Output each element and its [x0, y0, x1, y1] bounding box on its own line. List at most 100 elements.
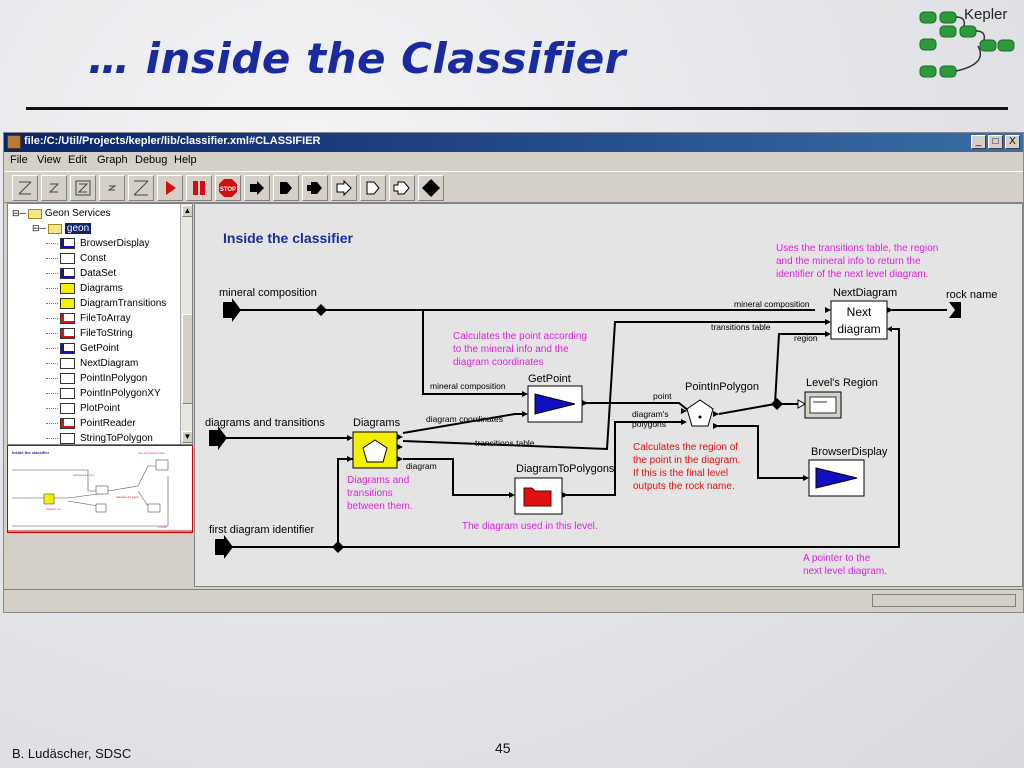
overview-heading: Inside the classifier [12, 450, 50, 455]
run-icon[interactable] [157, 175, 183, 201]
first-diagram-port-icon [215, 535, 233, 559]
menu-file[interactable]: File [10, 154, 28, 166]
tree-item-getpoint[interactable]: GetPoint [46, 341, 119, 356]
tree-root[interactable]: ⊟─ Geon Services [12, 208, 111, 219]
point-in-polygon-label: PointInPolygon [685, 381, 759, 393]
add-output-icon[interactable] [273, 175, 299, 201]
tree-item-diagrams[interactable]: Diagrams [46, 281, 123, 296]
tree-item-label: BrowserDisplay [80, 238, 150, 249]
tree-item-pointinpolygonxy[interactable]: PointInPolygonXY [46, 386, 161, 401]
menu-view[interactable]: View [37, 154, 61, 166]
tree-item-label: StringToPolygon [80, 433, 153, 444]
stop-icon[interactable]: STOP [215, 175, 241, 201]
tree-folder-label: geon [64, 223, 92, 234]
relation-diamond-icon-2 [771, 398, 783, 410]
diagram-heading: Inside the classifier [223, 230, 353, 246]
nd-region-label: region [794, 333, 818, 343]
svg-text:and the mineral info to return: and the mineral info to return the [776, 256, 921, 267]
add-moutput-icon[interactable] [360, 175, 386, 201]
status-bar [4, 589, 1023, 611]
folder-open-icon [47, 223, 62, 234]
scroll-up-icon[interactable]: ▲ [182, 205, 192, 217]
overview-panel[interactable]: Inside the classifier Calculates the poi… [7, 445, 193, 533]
menu-edit[interactable]: Edit [68, 154, 87, 166]
status-field [872, 594, 1016, 607]
actor-icon [60, 253, 75, 264]
tree-item-filetoarray[interactable]: FileToArray [46, 311, 131, 326]
next-diagram-actor[interactable] [830, 300, 888, 340]
tree-item-label: DataSet [80, 268, 117, 279]
transitions-table-label: transitions table [475, 438, 535, 448]
svg-text:Diagrams and: Diagrams and [347, 475, 409, 486]
pause-icon[interactable] [186, 175, 212, 201]
tree-item-nextdiagram[interactable]: NextDiagram [46, 356, 139, 371]
tree-scrollbar[interactable]: ▲ ▼ [180, 204, 192, 444]
scroll-thumb[interactable] [182, 314, 192, 404]
diagrams-polygons-label-2: polygons [632, 419, 666, 429]
overview-thumbnail: Inside the classifier Calculates the poi… [8, 450, 192, 532]
actor-icon [60, 373, 75, 384]
add-relation-icon[interactable] [418, 175, 444, 201]
tree-item-pointreader[interactable]: PointReader [46, 416, 136, 431]
app-icon [7, 135, 21, 149]
tree-item-diagramtransitions[interactable]: DiagramTransitions [46, 296, 166, 311]
maximize-button[interactable]: □ [988, 135, 1003, 149]
svg-text:to the mineral info and the: to the mineral info and the [453, 344, 569, 355]
svg-text:outputs the rock name.: outputs the rock name. [633, 481, 735, 492]
menubar: File View Edit Graph Debug Help [4, 152, 1023, 170]
add-port-icon[interactable] [244, 175, 270, 201]
getpoint-label: GetPoint [528, 373, 571, 385]
window-titlebar[interactable]: file:/C:/Util/Projects/kepler/lib/classi… [4, 133, 1023, 152]
svg-text:the point in the diagram.: the point in the diagram. [633, 455, 740, 466]
zoom-in-icon[interactable] [41, 175, 67, 201]
tree-item-browserdisplay[interactable]: BrowserDisplay [46, 236, 150, 251]
zoom-reset-icon[interactable] [12, 175, 38, 201]
actor-icon [60, 298, 75, 309]
tree-item-stringtopolygon[interactable]: StringToPolygon [46, 431, 153, 444]
mineral-composition-port-icon [223, 298, 241, 322]
pentagon-icon [362, 439, 388, 463]
menu-debug[interactable]: Debug [135, 154, 168, 166]
menu-graph[interactable]: Graph [97, 154, 128, 166]
getpoint-arrow-icon [534, 393, 576, 415]
page-number: 45 [495, 740, 511, 756]
tree-item-label: FileToString [80, 328, 133, 339]
zoom-full-icon[interactable] [128, 175, 154, 201]
close-button[interactable]: X [1005, 135, 1020, 149]
svg-text:diagram coordinates: diagram coordinates [453, 357, 544, 368]
minimize-button[interactable]: _ [971, 135, 986, 149]
levels-region-label: Level's Region [806, 377, 878, 389]
tree-item-label: PointInPolygon [80, 373, 148, 384]
folder-icon [27, 208, 42, 219]
add-mport-icon[interactable] [331, 175, 357, 201]
tree-item-plotpoint[interactable]: PlotPoint [46, 401, 120, 416]
scroll-down-icon[interactable]: ▼ [182, 431, 192, 443]
tree-item-const[interactable]: Const [46, 251, 106, 266]
point-label: point [653, 391, 672, 401]
next-diagram-box-line2: diagram [837, 322, 880, 336]
svg-text:transitions: transitions [347, 488, 393, 499]
window-title: file:/C:/Util/Projects/kepler/lib/classi… [24, 135, 321, 147]
diagram-to-polygons-label: DiagramToPolygons [516, 463, 615, 475]
point-in-polygon-actor[interactable] [686, 399, 714, 427]
tree-folder-geon[interactable]: ⊟─ geon [32, 223, 92, 234]
menu-help[interactable]: Help [174, 154, 197, 166]
slide-title: … inside the Classifier [88, 34, 626, 83]
svg-text:A pointer: A pointer [158, 526, 168, 529]
add-io-icon[interactable] [302, 175, 328, 201]
relation-wires [225, 309, 947, 548]
relation-diamond-icon [315, 304, 327, 316]
tree-item-label: NextDiagram [80, 358, 139, 369]
tree-item-filetostring[interactable]: FileToString [46, 326, 133, 341]
zoom-out-icon[interactable] [99, 175, 125, 201]
add-mio-icon[interactable] [389, 175, 415, 201]
kepler-logo-icon [919, 11, 1015, 78]
tree-item-dataset[interactable]: DataSet [46, 266, 117, 281]
svg-text:A pointer to the: A pointer to the [803, 553, 871, 564]
svg-text:Calculates the region of: Calculates the region of [633, 442, 738, 453]
zoom-fit-icon[interactable] [70, 175, 96, 201]
actor-icon [60, 238, 75, 249]
graph-canvas[interactable]: Inside the classifier [194, 203, 1023, 587]
tree-item-pointinpolygon[interactable]: PointInPolygon [46, 371, 148, 386]
